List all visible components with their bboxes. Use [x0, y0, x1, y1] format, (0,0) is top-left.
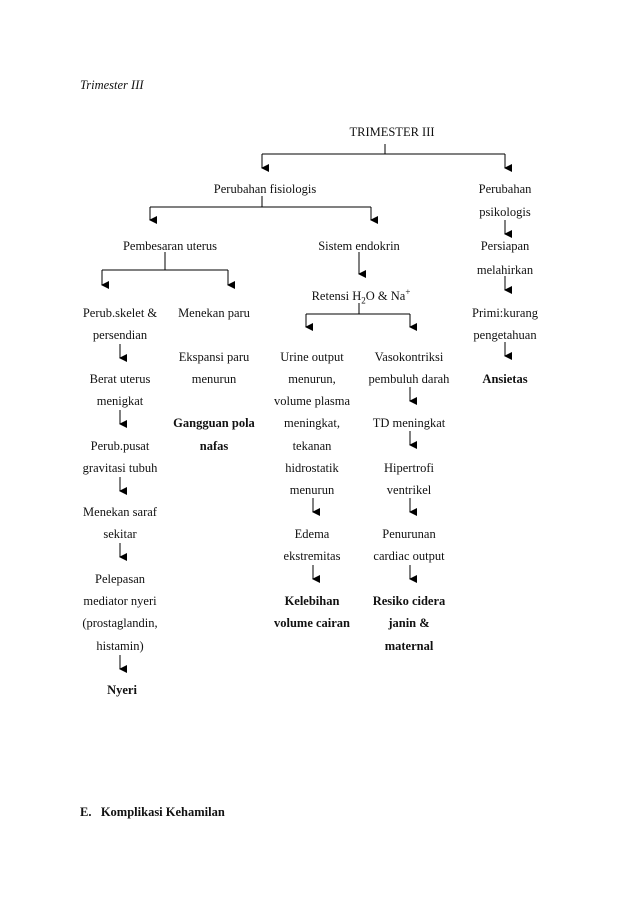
col1-node-3-l1: Perub.pusat — [90, 439, 150, 453]
node-perubahan-fisiologis: Perubahan fisiologis — [213, 182, 317, 196]
node-persiapan-l1: Persiapan — [480, 239, 530, 253]
col1-node-5-l3: (prostaglandin, — [82, 616, 158, 630]
col3-outcome-l1: Kelebihan — [284, 594, 340, 608]
col1-node-1-l1: Perub.skelet & — [82, 306, 158, 320]
node-perubahan-psikologis-l1: Perubahan — [478, 182, 532, 196]
col5-node-2-l2: pengetahuan — [473, 328, 537, 342]
node-sistem-endokrin: Sistem endokrin — [318, 239, 400, 253]
col3-node-1-l3: volume plasma — [273, 394, 351, 408]
col3-node-1-l4: meningkat, — [284, 416, 340, 430]
col1-node-2-l1: Berat uterus — [89, 372, 151, 386]
page-heading: Trimester III — [80, 78, 144, 92]
col1-outcome-nyeri: Nyeri — [107, 683, 137, 697]
col3-node-1-l7: menurun — [289, 483, 335, 497]
retensi-sup: + — [405, 287, 411, 297]
col3-node-2-l1: Edema — [294, 527, 330, 541]
col4-node-3-l1: Hipertrofi — [384, 461, 434, 475]
col3-node-1-l6: hidrostatik — [285, 461, 339, 475]
col3-outcome-l2: volume cairan — [273, 616, 351, 630]
node-persiapan-l2: melahirkan — [476, 263, 534, 277]
col4-node-1-l2: pembuluh darah — [368, 372, 450, 386]
col2-outcome-l1: Gangguan pola — [173, 416, 255, 430]
col4-outcome-l2: janin & — [388, 616, 430, 630]
col4-node-3-l2: ventrikel — [386, 483, 432, 497]
col1-node-2-l2: menigkat — [96, 394, 144, 408]
col4-outcome-l1: Resiko cidera — [372, 594, 446, 608]
col1-node-5-l4: histamin) — [96, 639, 144, 653]
col2-node-2-l1: Ekspansi paru — [178, 350, 250, 364]
section-heading: E. Komplikasi Kehamilan — [80, 805, 225, 819]
col3-node-1-l2: menurun, — [288, 372, 336, 386]
col4-node-1-l1: Vasokontriksi — [374, 350, 444, 364]
col5-node-2-l1: Primi:kurang — [472, 306, 538, 320]
col1-node-5-l2: mediator nyeri — [83, 594, 157, 608]
node-perubahan-psikologis-l2: psikologis — [479, 205, 531, 219]
col1-node-4-l1: Menekan saraf — [83, 505, 157, 519]
col1-node-5-l1: Pelepasan — [95, 572, 145, 586]
retensi-prefix: Retensi H — [311, 289, 362, 304]
col1-node-1-l2: persendian — [92, 328, 148, 342]
col2-outcome-l2: nafas — [199, 439, 229, 453]
node-pembesaran-uterus: Pembesaran uterus — [122, 239, 218, 253]
col3-node-2-l2: ekstremitas — [283, 549, 341, 563]
col5-outcome-ansietas: Ansietas — [482, 372, 528, 386]
col4-node-4-l1: Penurunan — [382, 527, 436, 541]
col2-node-1: Menekan paru — [178, 306, 250, 320]
retensi-mid: O & Na — [365, 289, 406, 304]
node-retensi: Retensi H2O & Na+ — [312, 288, 411, 306]
col4-outcome-l3: maternal — [384, 639, 434, 653]
col3-node-1-l5: tekanan — [292, 439, 332, 453]
node-root: TRIMESTER III — [349, 125, 435, 139]
col1-node-3-l2: gravitasi tubuh — [82, 461, 158, 475]
col3-node-1-l1: Urine output — [280, 350, 344, 364]
col1-node-4-l2: sekitar — [103, 527, 137, 541]
col2-node-2-l2: menurun — [191, 372, 237, 386]
col4-node-2: TD meningkat — [372, 416, 446, 430]
col4-node-4-l2: cardiac output — [373, 549, 445, 563]
retensi-sub: 2 — [361, 295, 366, 306]
